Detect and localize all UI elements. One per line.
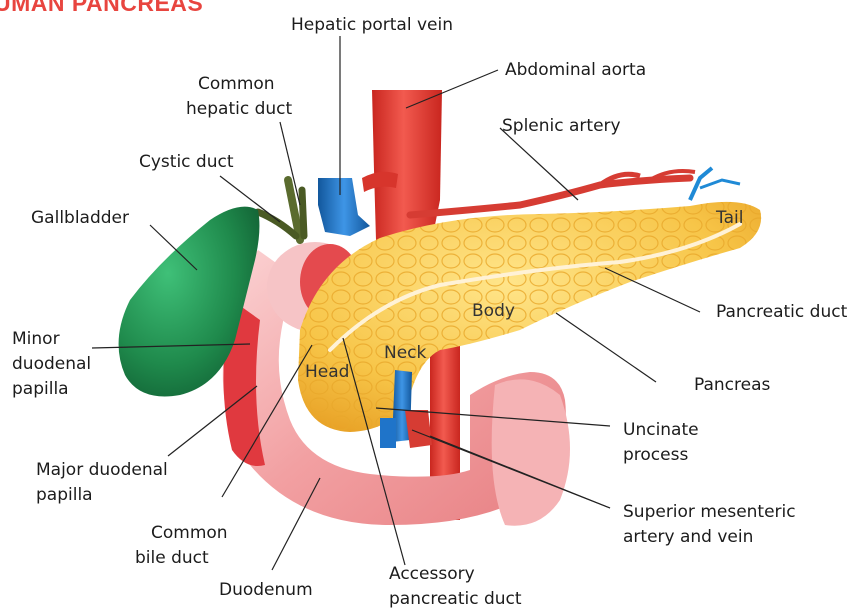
label-hepatic-portal-vein: Hepatic portal vein: [291, 13, 453, 38]
hepatic-portal-vein: [318, 178, 370, 236]
label-abdominal-aorta: Abdominal aorta: [505, 58, 646, 83]
label-minor-duodenal-papilla: Minor duodenal papilla: [12, 327, 91, 402]
label-neck: Neck: [384, 341, 426, 366]
label-duodenum: Duodenum: [219, 578, 313, 603]
label-pancreatic-duct: Pancreatic duct: [716, 300, 847, 325]
label-superior-mesenteric: Superior mesenteric artery and vein: [623, 500, 796, 550]
label-head: Head: [305, 360, 349, 385]
label-common-bile-duct: Common bile duct: [151, 521, 228, 571]
label-major-duodenal-papilla: Major duodenal papilla: [36, 458, 168, 508]
label-accessory-pancreatic-duct: Accessory pancreatic duct: [389, 562, 522, 612]
label-uncinate-process: Uncinate process: [623, 418, 699, 468]
label-splenic-artery: Splenic artery: [502, 114, 621, 139]
label-pancreas: Pancreas: [694, 373, 770, 398]
label-body: Body: [472, 299, 515, 324]
label-gallbladder: Gallbladder: [31, 206, 129, 231]
label-cystic-duct: Cystic duct: [139, 150, 234, 175]
label-tail: Tail: [716, 206, 743, 231]
